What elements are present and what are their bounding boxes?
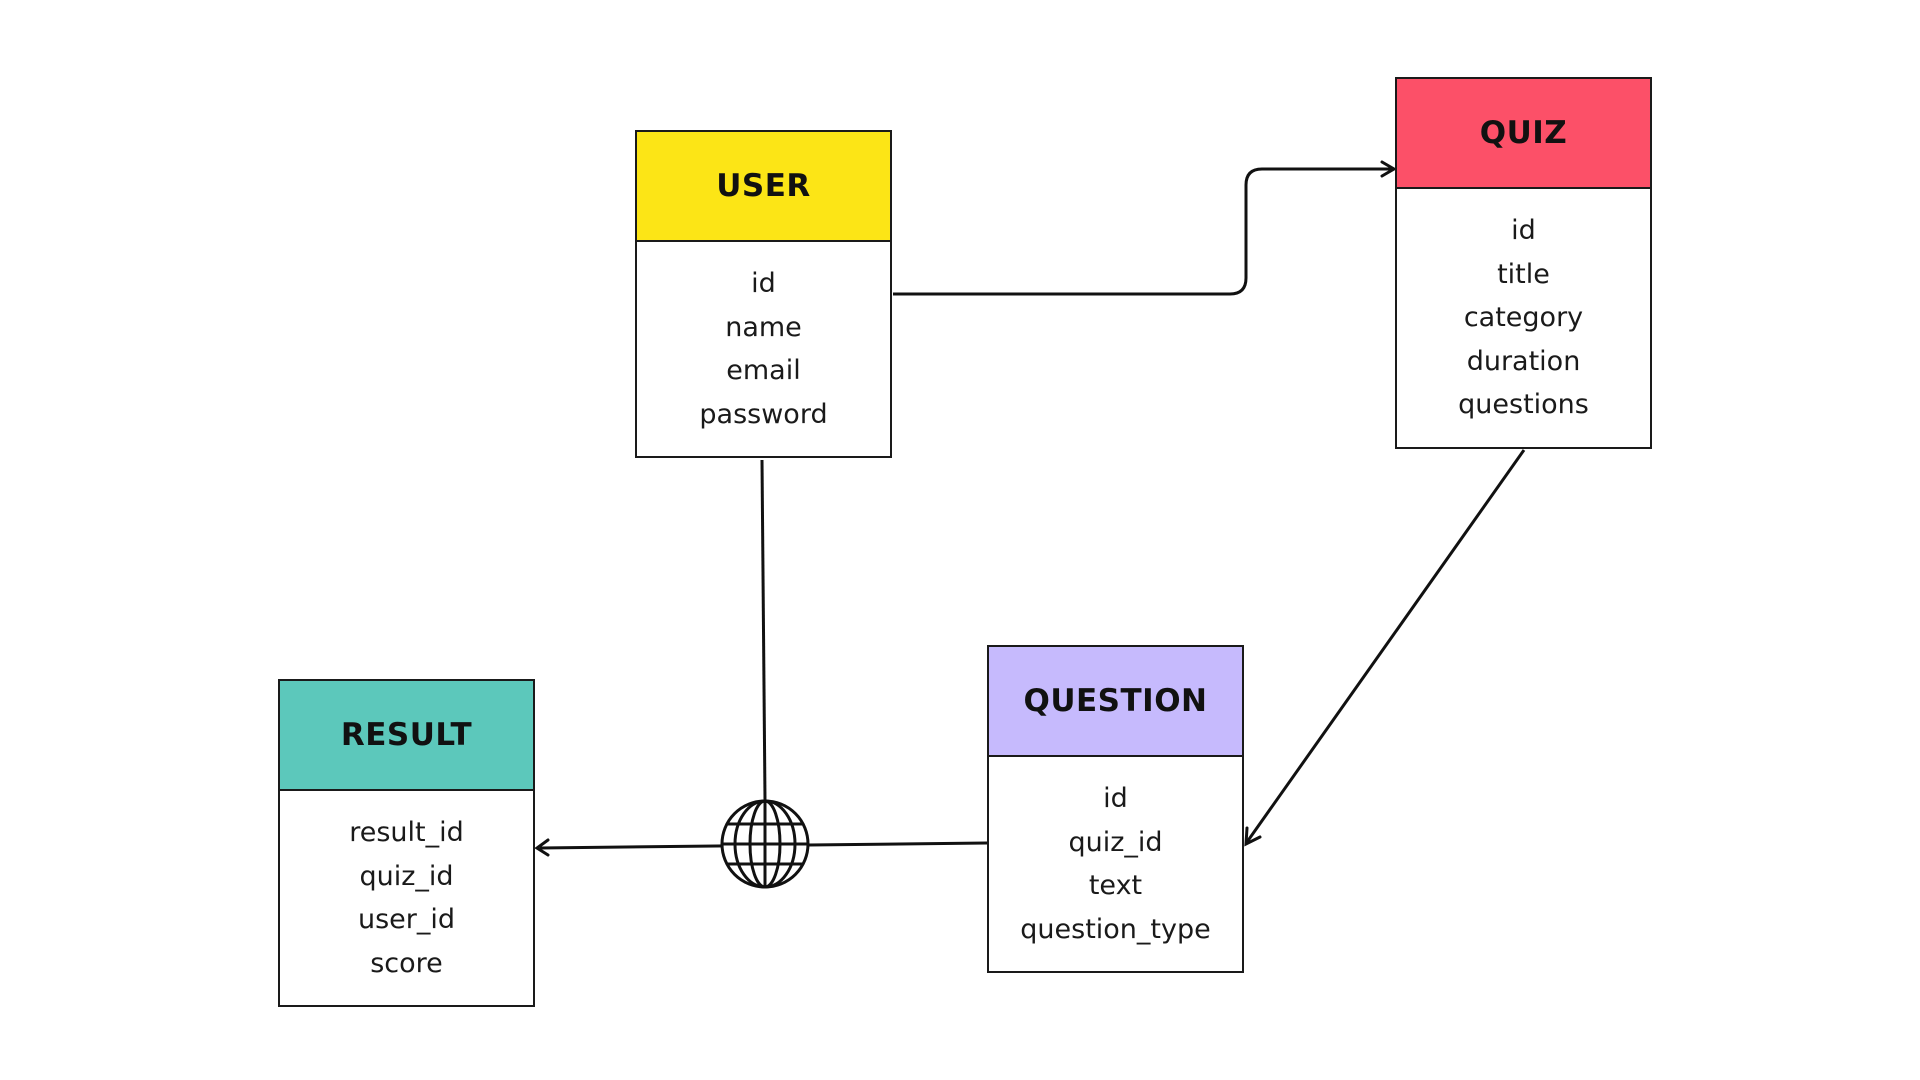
entity-user-field: email [726,355,801,386]
entity-quiz-field: title [1497,258,1550,290]
entity-question-field: quiz_id [1068,826,1163,858]
entity-result-field: result_id [349,817,464,848]
entity-quiz-field: category [1463,302,1584,333]
connector-quiz-question[interactable] [1245,449,1526,843]
entity-quiz-field: duration [1466,345,1581,377]
entity-quiz[interactable]: QUIZ id title category duration questions [1395,77,1652,449]
entity-user[interactable]: USER id name email password [635,130,892,458]
entity-user-field: password [699,398,828,430]
arrowhead-question [1244,826,1262,847]
entity-result-field: user_id [357,904,456,935]
entity-result-field: score [370,947,443,979]
entity-quiz-fields: id title category duration questions [1397,189,1650,447]
entity-result-field: quiz_id [359,860,454,892]
entity-question-field: text [1088,870,1143,901]
connector-user-quiz[interactable] [893,167,1392,296]
arrowhead-quiz [1380,160,1397,178]
entity-question-field: id [1103,783,1128,814]
connector-user-globe[interactable] [760,459,767,801]
entity-quiz-field: id [1511,215,1536,246]
entity-result-header: RESULT [280,681,533,791]
entity-question-header: QUESTION [989,647,1242,757]
entity-user-field: id [751,268,776,299]
entity-user-field: name [725,311,802,343]
entity-quiz-field: questions [1458,389,1589,420]
entity-question-field: question_type [1020,913,1211,945]
entity-user-fields: id name email password [637,242,890,456]
entity-quiz-header: QUIZ [1397,79,1650,189]
arrowhead-result [534,838,550,857]
globe-icon [720,799,810,889]
entity-user-header: USER [637,132,890,242]
